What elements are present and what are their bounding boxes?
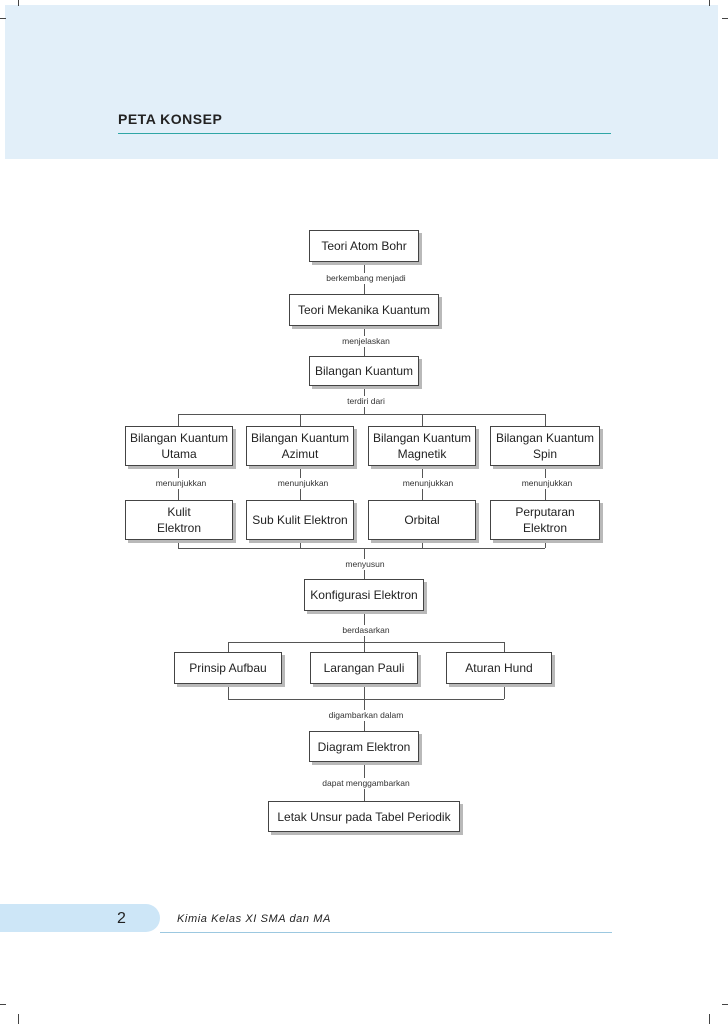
crop-mark [709, 1014, 710, 1024]
footer-rule [160, 932, 612, 933]
connector-line [504, 684, 505, 699]
page-title: PETA KONSEP [118, 111, 223, 127]
link-label-dapat-menggambarkan: dapat menggambarkan [320, 778, 412, 789]
connector-line [422, 540, 423, 548]
node-aturan-hund: Aturan Hund [446, 652, 552, 684]
connector-line [178, 414, 545, 415]
connector-line [545, 414, 546, 426]
node-bilangan-kuantum-magnetik: Bilangan Kuantum Magnetik [368, 426, 476, 466]
title-rule [118, 133, 611, 134]
connector-line [364, 642, 365, 652]
link-label-berdasarkan: berdasarkan [340, 625, 392, 636]
link-label-terdiri-dari: terdiri dari [345, 396, 387, 407]
node-teori-mekanika-kuantum: Teori Mekanika Kuantum [289, 294, 439, 326]
connector-line [228, 684, 229, 699]
crop-mark [18, 0, 19, 6]
connector-line [364, 684, 365, 699]
link-label-menunjukkan-magnetik: menunjukkan [400, 478, 456, 489]
node-prinsip-aufbau: Prinsip Aufbau [174, 652, 282, 684]
connector-line [228, 642, 504, 643]
node-bilangan-kuantum-spin: Bilangan Kuantum Spin [490, 426, 600, 466]
header-band [5, 5, 718, 159]
node-kulit-elektron: Kulit Elektron [125, 500, 233, 540]
crop-mark [0, 18, 6, 19]
node-orbital: Orbital [368, 500, 476, 540]
node-sub-kulit-elektron: Sub Kulit Elektron [246, 500, 354, 540]
node-letak-unsur: Letak Unsur pada Tabel Periodik [268, 801, 460, 832]
connector-line [300, 540, 301, 548]
link-label-digambarkan-dalam: digambarkan dalam [326, 710, 406, 721]
connector-line [228, 699, 504, 700]
node-larangan-pauli: Larangan Pauli [310, 652, 418, 684]
link-label-menjelaskan: menjelaskan [340, 336, 392, 347]
connector-line [178, 548, 545, 549]
footer-tab [0, 904, 160, 932]
node-bilangan-kuantum: Bilangan Kuantum [309, 356, 419, 386]
connector-line [504, 642, 505, 652]
node-teori-atom-bohr: Teori Atom Bohr [309, 230, 419, 262]
page-number: 2 [117, 910, 126, 927]
connector-line [545, 540, 546, 548]
link-label-menyusun: menyusun [343, 559, 387, 570]
crop-mark [722, 1004, 728, 1005]
link-label-menunjukkan-azimut: menunjukkan [275, 478, 331, 489]
crop-mark [709, 0, 710, 6]
node-bilangan-kuantum-utama: Bilangan Kuantum Utama [125, 426, 233, 466]
link-label-menunjukkan-spin: menunjukkan [519, 478, 575, 489]
crop-mark [722, 18, 728, 19]
crop-mark [0, 1004, 6, 1005]
connector-line [178, 540, 179, 548]
node-bilangan-kuantum-azimut: Bilangan Kuantum Azimut [246, 426, 354, 466]
connector-line [422, 414, 423, 426]
book-title: Kimia Kelas XI SMA dan MA [177, 913, 331, 925]
node-diagram-elektron: Diagram Elektron [309, 731, 419, 762]
link-label-berkembang-menjadi: berkembang menjadi [324, 273, 408, 284]
node-konfigurasi-elektron: Konfigurasi Elektron [304, 579, 424, 611]
node-perputaran-elektron: Perputaran Elektron [490, 500, 600, 540]
connector-line [300, 414, 301, 426]
link-label-menunjukkan-utama: menunjukkan [153, 478, 209, 489]
connector-line [228, 642, 229, 652]
crop-mark [18, 1014, 19, 1024]
connector-line [178, 414, 179, 426]
